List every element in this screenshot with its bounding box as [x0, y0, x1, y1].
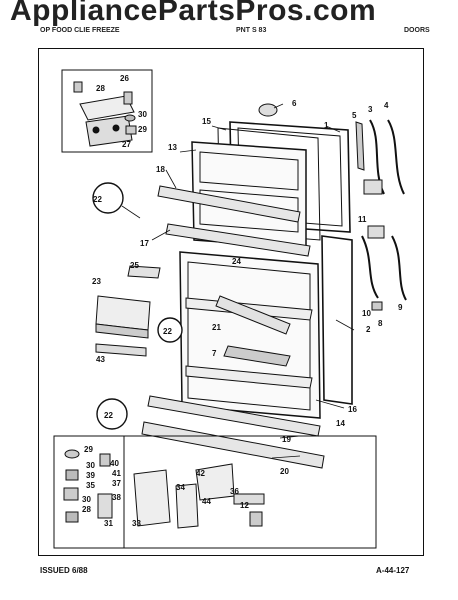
callout-23: 23: [92, 277, 101, 286]
callout-14: 14: [336, 419, 345, 428]
callout-16: 16: [348, 405, 357, 414]
callout-25: 25: [130, 261, 139, 270]
callout-18: 18: [156, 165, 165, 174]
callout-39: 39: [86, 471, 95, 480]
page-header: AppliancePartsPros.com OP FOOD CLIE FREE…: [0, 0, 458, 40]
diagram-frame: [38, 48, 424, 556]
callout-15: 15: [202, 117, 211, 126]
callout-30-inset: 30: [86, 461, 95, 470]
callout-41: 41: [112, 469, 121, 478]
header-left-label: OP FOOD CLIE FREEZE: [40, 27, 120, 34]
callout-8: 8: [378, 319, 383, 328]
leader-lines: [121, 103, 355, 459]
callout-36: 36: [230, 487, 239, 496]
footer-page-code: A-44-127: [376, 566, 410, 575]
callout-1: 1: [324, 121, 329, 130]
callout-22-top: 22: [93, 195, 102, 204]
callout-33: 33: [132, 519, 141, 528]
hinge-strap-parts: [355, 119, 407, 311]
callout-3: 3: [368, 105, 373, 114]
callout-42: 42: [196, 469, 205, 478]
callout-28: 28: [96, 84, 105, 93]
footer-issued: ISSUED 6/88: [40, 566, 88, 575]
callout-27: 27: [122, 140, 131, 149]
callout-4: 4: [384, 101, 389, 110]
callout-6: 6: [292, 99, 297, 108]
callout-24: 24: [232, 257, 241, 266]
callout-circles: [92, 182, 183, 430]
callout-17: 17: [140, 239, 149, 248]
callout-40: 40: [110, 459, 119, 468]
callout-2: 2: [366, 325, 371, 334]
callout-44: 44: [202, 497, 211, 506]
watermark-text: AppliancePartsPros.com: [10, 0, 377, 27]
callout-29: 29: [138, 125, 147, 134]
callout-19: 19: [282, 435, 291, 444]
callout-30: 30: [138, 110, 147, 119]
callout-26: 26: [120, 74, 129, 83]
callout-43: 43: [96, 355, 105, 364]
callout-13: 13: [168, 143, 177, 152]
callout-29-inset: 29: [84, 445, 93, 454]
callout-22-mid: 22: [163, 327, 172, 336]
fresh-food-door-assembly: [95, 235, 353, 469]
callout-22-bottom: 22: [104, 411, 113, 420]
callout-28-inset: 28: [82, 505, 91, 514]
freezer-door-assembly: [157, 103, 351, 257]
callout-38: 38: [112, 493, 121, 502]
header-section-label: DOORS: [404, 27, 430, 34]
callout-5: 5: [352, 111, 357, 120]
callout-34: 34: [176, 483, 185, 492]
callout-11: 11: [358, 215, 367, 224]
callout-20: 20: [280, 467, 289, 476]
callout-31: 31: [104, 519, 113, 528]
top-hinge-inset: [61, 69, 153, 153]
header-model-label: PNT S 83: [236, 27, 267, 34]
callout-9: 9: [398, 303, 403, 312]
callout-7: 7: [212, 349, 217, 358]
callout-21: 21: [212, 323, 221, 332]
callout-37: 37: [112, 479, 121, 488]
callout-12: 12: [240, 501, 249, 510]
callout-35: 35: [86, 481, 95, 490]
callout-30-lower: 30: [82, 495, 91, 504]
callout-10: 10: [362, 309, 371, 318]
bottom-hardware-inset: [53, 435, 377, 549]
